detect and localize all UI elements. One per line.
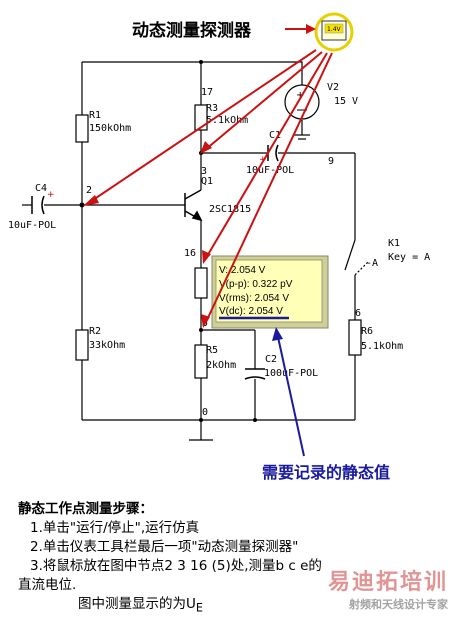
label-r6-value: 5.1kOhm — [361, 341, 403, 352]
probe-vpp: V(p-p): 0.322 pV — [219, 279, 293, 290]
watermark-logo: 易迪拓培训 — [327, 570, 448, 595]
probe-vrms: V(rms): 2.054 V — [219, 293, 289, 304]
instructions-step-1: 1.单击"运行/停止",运行仿真 — [30, 520, 200, 536]
resistor-r4 — [194, 267, 208, 299]
label-v2-name: V2 — [327, 82, 339, 93]
label-c4-name: C4 — [35, 183, 47, 194]
node-0: 0 — [202, 407, 208, 418]
switch-k1 — [344, 239, 369, 276]
transistor-q1 — [184, 189, 203, 222]
capacitor-c2-plate-b — [244, 376, 266, 380]
label-r1-name: R1 — [89, 110, 101, 121]
c4-plus-sign: + — [47, 190, 55, 200]
red-arrows — [89, 49, 333, 323]
watermark-subtitle: 射频和天线设计专家 — [349, 598, 448, 611]
label-v2-value: 15 V — [334, 96, 358, 107]
instructions-step-3a: 3.将鼠标放在图中节点2 3 16 (5)处,测量b c e的 — [30, 558, 322, 574]
label-c4-value: 10uF-POL — [8, 220, 56, 231]
probe-icon[interactable]: 1.4V — [314, 12, 354, 52]
resistor-r1 — [75, 114, 89, 143]
node-9: 9 — [328, 156, 334, 167]
label-r1-value: 150kOhm — [89, 123, 131, 134]
probe-voltage: V: 2.054 V — [219, 265, 266, 276]
annotation-text: 需要记录的静态值 — [262, 463, 390, 482]
node-16: 16 — [184, 248, 196, 259]
label-r2-name: R2 — [89, 326, 101, 337]
blue-arrow — [272, 327, 305, 457]
label-q1-value: 2SC1815 — [209, 204, 251, 215]
node-17: 17 — [201, 87, 213, 98]
label-c2-value: 100uF-POL — [264, 368, 318, 379]
resistor-r5 — [194, 344, 208, 379]
instructions-step-4-text: 图中测量显示的为U — [78, 596, 196, 612]
resistor-r6 — [348, 319, 362, 356]
label-r3-value: 5.1kOhm — [206, 115, 248, 126]
instructions-step-2: 2.单击仪表工具栏最后一项"动态测量探测器" — [30, 539, 299, 555]
red-arrowheads — [83, 141, 212, 328]
node-6: 6 — [355, 308, 361, 319]
probe-icon-label: 1.4V — [327, 26, 342, 33]
probe-vdc: V(dc): 2.054 V — [219, 306, 283, 317]
label-k1-value: Key = A — [388, 252, 430, 263]
instructions-step-3b: 直流电位. — [18, 577, 77, 593]
watermark: 易迪拓培训 射频和天线设计专家 — [328, 564, 448, 612]
wires — [22, 61, 356, 441]
label-c2-name: C2 — [265, 354, 277, 365]
svg-text:+: + — [296, 90, 304, 101]
probe-readout-box: V: 2.054 V V(p-p): 0.322 pV V(rms): 2.05… — [211, 255, 329, 329]
label-c1-name: C1 — [269, 130, 281, 141]
instructions: 静态工作点测量步骤： 1.单击"运行/停止",运行仿真 2.单击仪表工具栏最后一… — [18, 500, 438, 618]
resistor-r2 — [75, 329, 89, 361]
label-c1-value: 10uF-POL — [246, 165, 294, 176]
title-arrow — [285, 24, 316, 34]
node-2: 2 — [86, 185, 92, 196]
instructions-heading: 静态工作点测量步骤： — [18, 501, 153, 517]
resistors — [75, 104, 362, 379]
label-r6-name: R6 — [361, 326, 373, 337]
label-r5-value: 2kOhm — [206, 360, 236, 371]
label-r5-name: R5 — [206, 345, 218, 356]
label-q1-name: Q1 — [201, 176, 213, 187]
node-3: 3 — [201, 166, 207, 177]
instructions-step-4: 图中测量显示的为UE — [18, 595, 438, 618]
switch-key-mark: -A — [366, 258, 378, 269]
capacitor-c4-plate-b — [41, 195, 45, 215]
label-r3-name: R3 — [206, 103, 218, 114]
capacitor-c1-plate-b — [275, 144, 279, 162]
label-k1-name: K1 — [388, 238, 400, 249]
label-r2-value: 33kOhm — [89, 340, 125, 351]
instructions-step-4-sub: E — [195, 601, 203, 615]
diagram-title: 动态测量探测器 — [132, 20, 252, 41]
resistor-r3 — [194, 104, 208, 131]
